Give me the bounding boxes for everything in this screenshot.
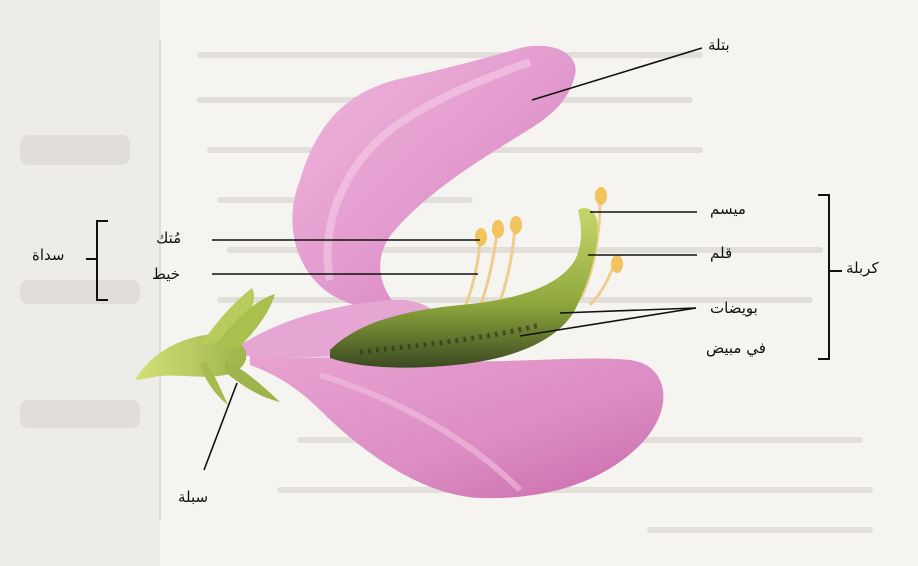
lower-petal [250,355,663,498]
anther-2 [492,220,504,238]
label-stigma: ميسم [710,200,746,218]
label-filament: خيط [152,265,180,283]
anther-4 [595,187,607,205]
label-style: قلم [710,244,732,262]
carpel-bracket-tick [830,270,842,272]
anther-3 [510,216,522,234]
label-stamen: سداة [32,246,64,264]
label-petal: بتلة [708,36,730,54]
label-in-ovary: في مبيض [706,339,766,357]
anther-5 [611,255,623,273]
label-sepal: سبلة [178,488,208,506]
upper-petal [292,46,575,310]
carpel-bracket [818,194,830,360]
stamen-bracket-tick [86,258,96,260]
label-anther: مُتك [156,229,181,247]
label-carpel: كربلة [846,259,879,277]
label-ovules: بويضات [710,299,758,317]
stamen-bracket [96,220,108,301]
anther-1 [475,228,487,246]
